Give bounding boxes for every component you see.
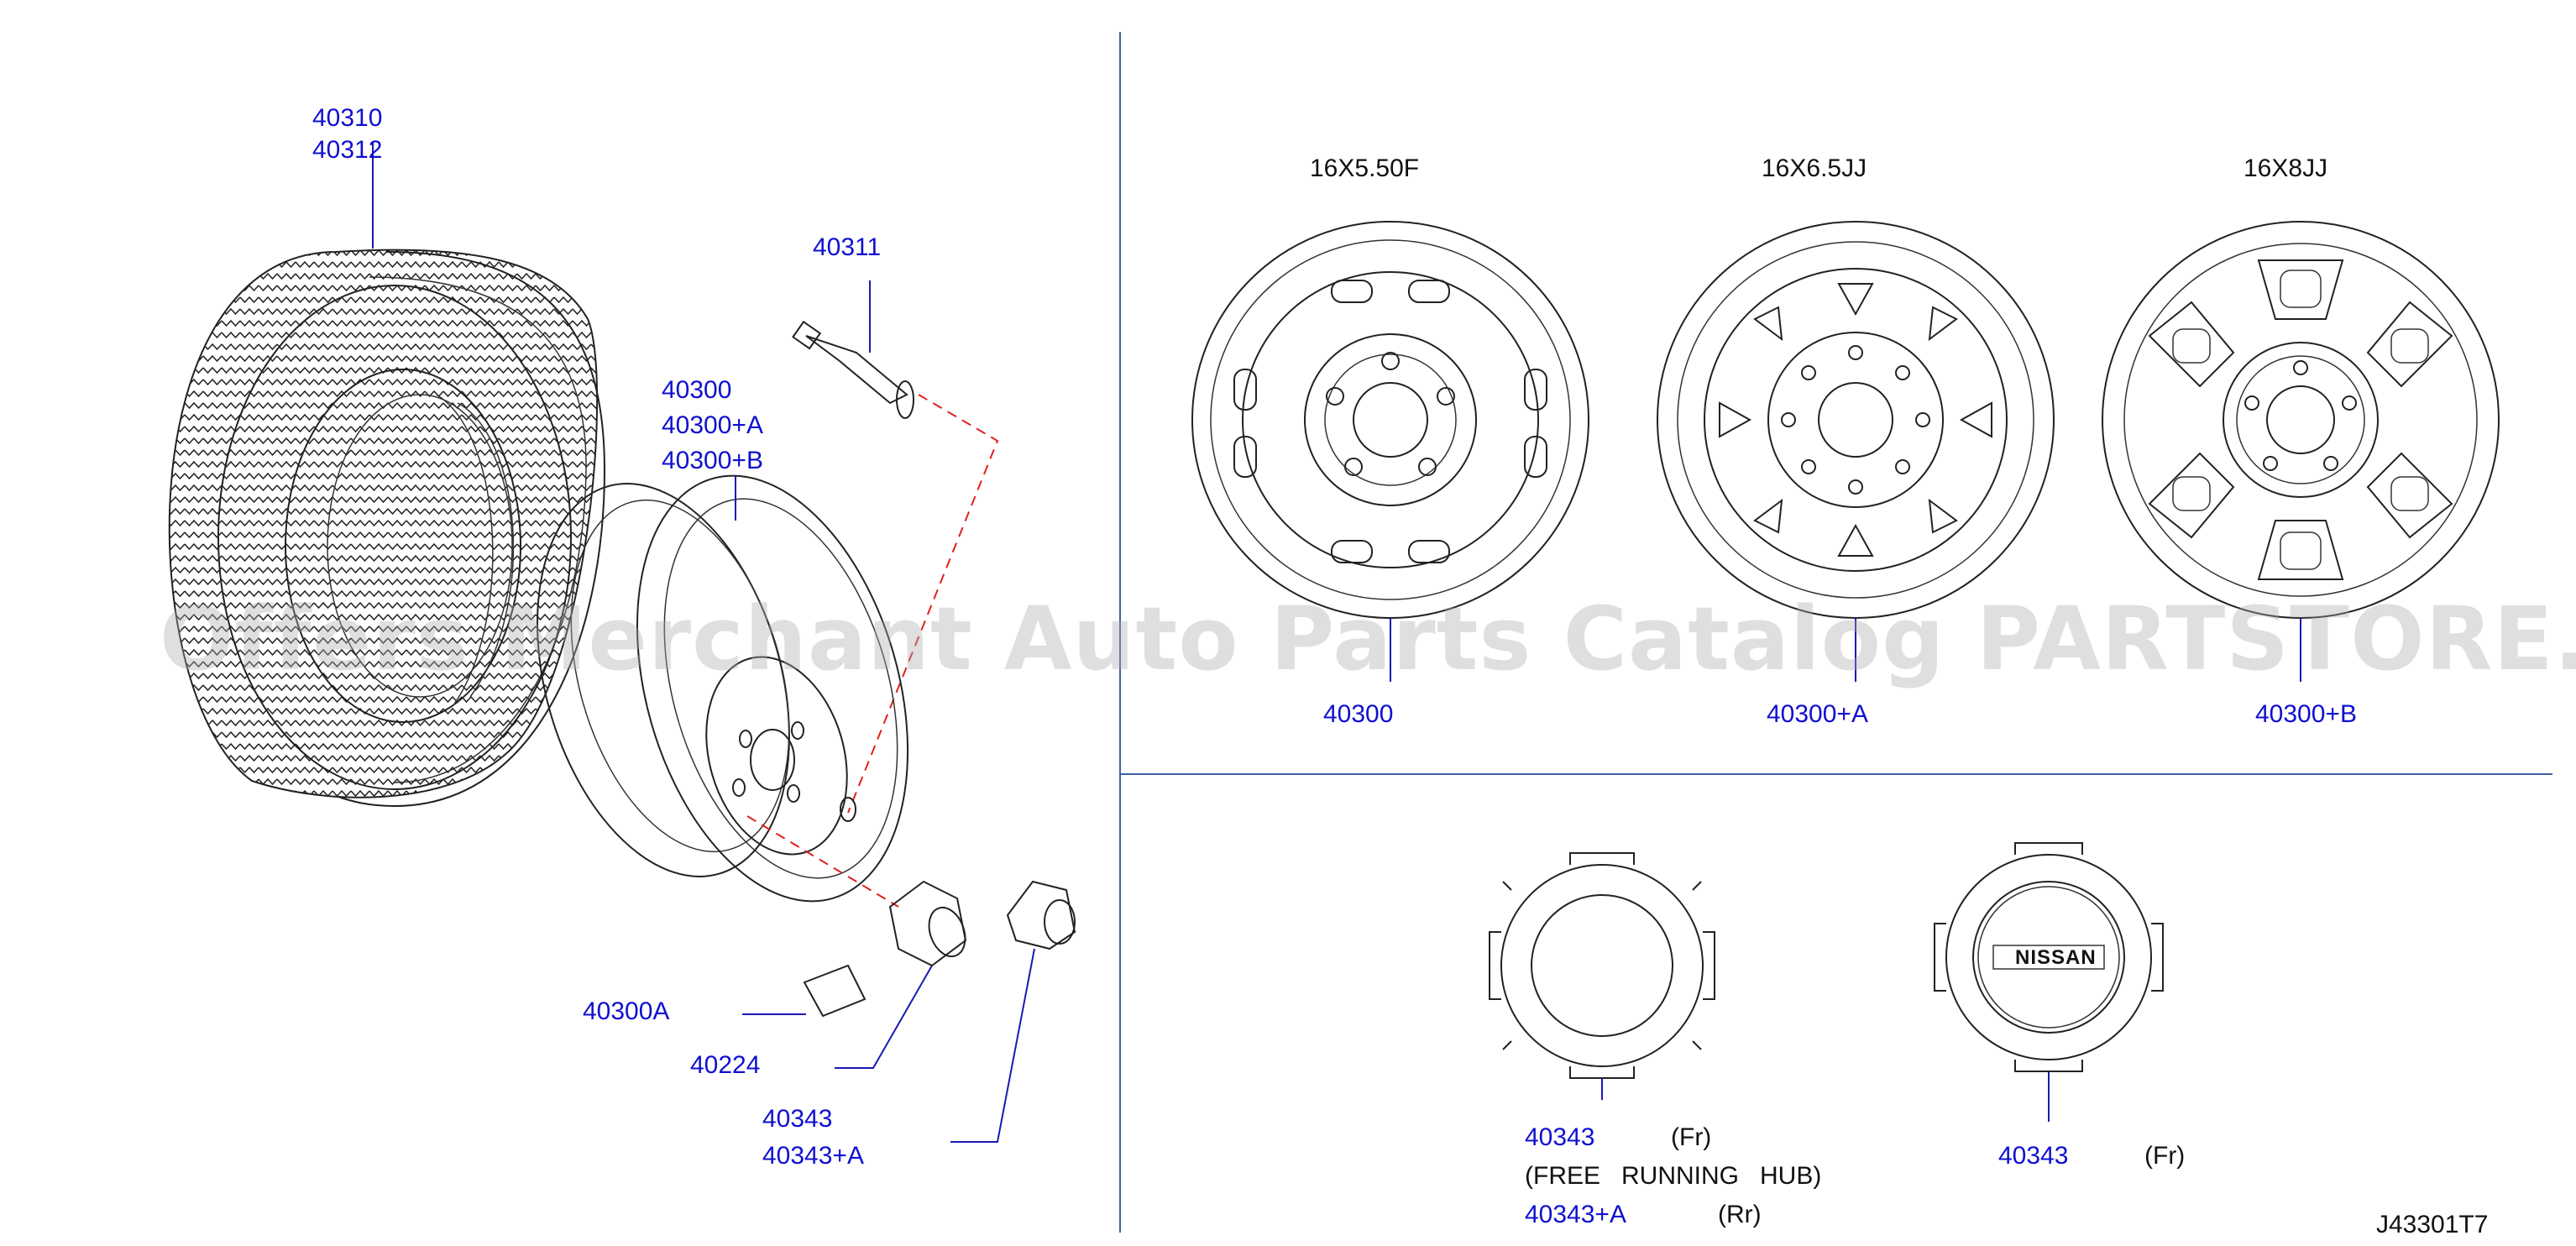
wheel-size-1: 16X5.50F [1310,154,1420,182]
part-label-nut[interactable]: 40224 [690,1051,761,1079]
hub-cap-2-part[interactable]: 40343 [1998,1142,2069,1170]
wheel-2-face [1657,221,2055,619]
wheel-part-1[interactable]: 40300 [1323,700,1394,728]
watermark-text: Offers Merchant Auto Parts Catalog PARTS… [160,588,2576,690]
wheel-drawing [537,474,909,903]
center-cap-drawing [1006,880,1076,950]
part-label-weight[interactable]: 40300A [583,997,670,1025]
hub-cap-1-drawing [1489,852,1715,1079]
part-label-tire-a[interactable]: 40310 [312,104,383,132]
hub-cap-1b-position: (Rr) [1718,1201,1762,1228]
part-label-valve[interactable]: 40311 [813,233,882,261]
wheel-part-2[interactable]: 40300+A [1767,700,1868,728]
part-label-cap[interactable]: 40343 [762,1105,833,1133]
hub-cap-2-position: (Fr) [2144,1142,2186,1170]
valve-drawing [792,320,914,419]
wheel-part-3[interactable]: 40300+B [2255,700,2357,728]
hub-cap-1-part[interactable]: 40343 [1525,1123,1595,1151]
part-label-wheel-b[interactable]: 40300+B [662,447,763,474]
wheel-size-3: 16X8JJ [2244,154,2328,182]
nut-drawing [888,880,967,967]
part-label-wheel-a[interactable]: 40300+A [662,411,763,439]
part-label-tire-b[interactable]: 40312 [312,136,383,164]
wheel-3-face [2102,221,2500,619]
part-label-wheel[interactable]: 40300 [662,376,732,404]
wheel-size-2: 16X6.5JJ [1762,154,1867,182]
diagram-code: J43301T7 [2376,1211,2489,1238]
wheel-1-face [1191,221,1589,619]
tire-drawing [168,249,606,808]
part-label-cap-a[interactable]: 40343+A [762,1142,864,1170]
balance-weight-drawing [803,964,867,1018]
hub-cap-1b-part[interactable]: 40343+A [1525,1201,1626,1228]
hub-cap-1-position: (Fr) [1671,1123,1712,1151]
nissan-logo-text: NISSAN [2015,946,2097,969]
hub-cap-1-note: (FREE RUNNING HUB) [1525,1162,1822,1190]
